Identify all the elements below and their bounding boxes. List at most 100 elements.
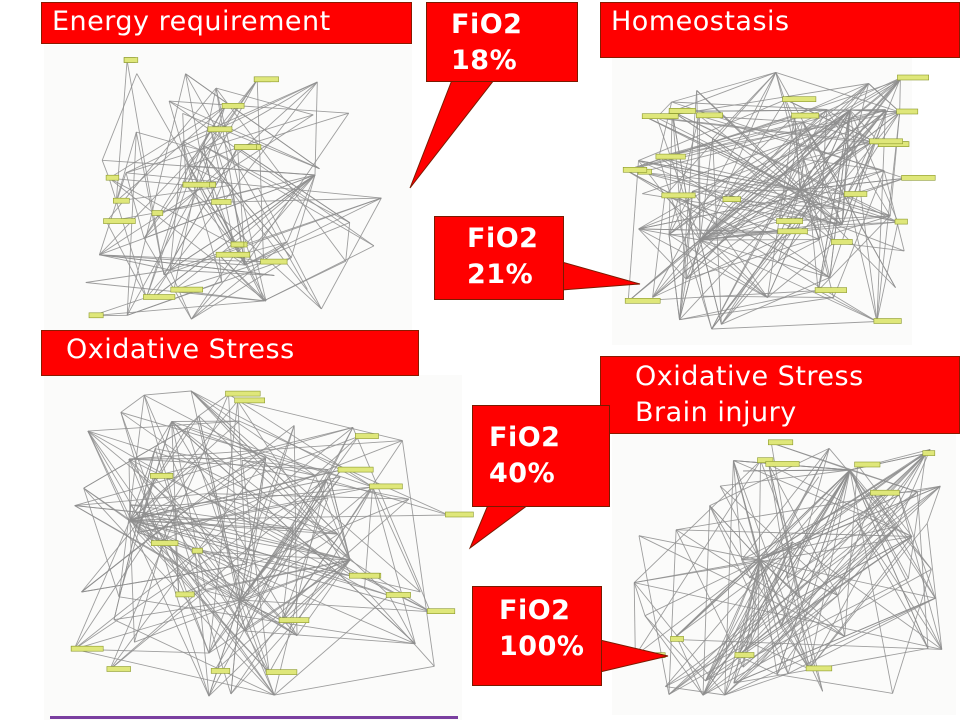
- network-edge: [106, 221, 147, 298]
- network-edge: [186, 415, 200, 429]
- network-node: [445, 511, 474, 518]
- network-edge: [808, 109, 886, 195]
- network-edge: [239, 458, 267, 601]
- network-node: [805, 665, 833, 672]
- network-edge: [724, 597, 936, 696]
- network-edge: [99, 254, 275, 276]
- network-node: [230, 241, 245, 248]
- network-edge: [849, 109, 878, 322]
- network-edge: [808, 453, 927, 670]
- network-edge: [799, 189, 896, 288]
- network-edge: [314, 81, 318, 176]
- network-edge: [817, 83, 870, 291]
- network-edge: [401, 440, 435, 667]
- network-node: [624, 297, 661, 304]
- network-edge: [325, 479, 351, 561]
- network-node: [170, 286, 204, 293]
- callout-value: 21%: [467, 259, 534, 290]
- network-edge: [634, 460, 761, 656]
- network-edge: [388, 595, 416, 645]
- network-edge: [199, 81, 318, 151]
- network-node: [901, 175, 936, 181]
- network-edge: [182, 113, 187, 186]
- network-node: [622, 167, 648, 173]
- network-edge: [210, 129, 265, 302]
- network-edge: [99, 254, 264, 263]
- network-edge: [704, 559, 761, 682]
- network-edge: [188, 79, 258, 166]
- network-edge: [125, 114, 314, 174]
- network-edge: [190, 390, 351, 561]
- network-edge: [702, 296, 713, 330]
- network-edge: [641, 171, 801, 191]
- network-edge: [841, 221, 899, 226]
- network-edge: [232, 256, 264, 263]
- network-edge: [702, 505, 711, 696]
- network-edge: [685, 215, 891, 280]
- network-edge: [857, 464, 913, 537]
- network-edge: [244, 197, 382, 266]
- network-edge: [293, 425, 298, 636]
- network-edge: [208, 425, 295, 654]
- network-edge: [849, 79, 901, 111]
- network-edge: [757, 460, 761, 667]
- network-node: [777, 228, 808, 235]
- network-edge: [721, 276, 830, 325]
- network-edge: [113, 448, 156, 620]
- network-edge: [137, 486, 373, 533]
- network-edge: [855, 520, 929, 649]
- network-edge: [668, 491, 918, 695]
- network-edge: [199, 149, 292, 258]
- fio2-40-callout: FiO2 40%: [472, 405, 610, 507]
- network-edge: [644, 559, 761, 617]
- network-edge: [144, 513, 207, 592]
- network-edge: [803, 159, 835, 243]
- network-edge: [286, 174, 316, 243]
- network-edge: [775, 71, 900, 113]
- network-edge: [91, 300, 264, 317]
- network-edge: [163, 147, 238, 276]
- network-edge: [113, 599, 241, 621]
- network-edge: [849, 83, 869, 111]
- network-edge: [652, 109, 851, 298]
- network-edge: [182, 112, 320, 170]
- network-edge: [719, 485, 761, 561]
- network-edge: [702, 568, 932, 696]
- network-edge: [699, 115, 843, 226]
- network-edge: [699, 239, 878, 322]
- network-node: [182, 181, 210, 188]
- network-edge: [188, 165, 316, 176]
- network-edge: [768, 464, 839, 596]
- network-edge: [83, 427, 187, 489]
- network-edge: [837, 595, 846, 637]
- network-node: [221, 103, 245, 109]
- network-edge: [74, 505, 178, 517]
- network-node: [234, 397, 265, 404]
- network-edge: [239, 476, 341, 601]
- network-edge: [675, 635, 704, 696]
- network-edge: [665, 642, 751, 688]
- network-edge: [656, 117, 873, 143]
- brain-injury-network-panel: [612, 430, 956, 715]
- network-edge: [703, 295, 834, 298]
- network-edge: [699, 121, 804, 241]
- network-edge: [195, 550, 351, 561]
- network-edge: [237, 147, 350, 223]
- network-edge: [171, 421, 298, 636]
- network-edge: [281, 528, 294, 621]
- network-edge: [239, 486, 373, 601]
- network-edge: [173, 254, 220, 291]
- network-edge: [125, 172, 145, 239]
- network-edge: [143, 394, 178, 517]
- network-edge: [74, 648, 275, 696]
- network-edge: [626, 115, 795, 171]
- network-edge: [87, 420, 240, 432]
- energy-network-graph: [85, 57, 382, 320]
- oxidative-brain-injury-title: Oxidative Stress Brain injury: [600, 356, 960, 434]
- network-edge: [767, 116, 796, 298]
- network-edge: [372, 486, 421, 593]
- network-node: [354, 433, 379, 439]
- network-edge: [916, 491, 929, 649]
- network-edge: [120, 412, 161, 545]
- network-node: [894, 218, 908, 225]
